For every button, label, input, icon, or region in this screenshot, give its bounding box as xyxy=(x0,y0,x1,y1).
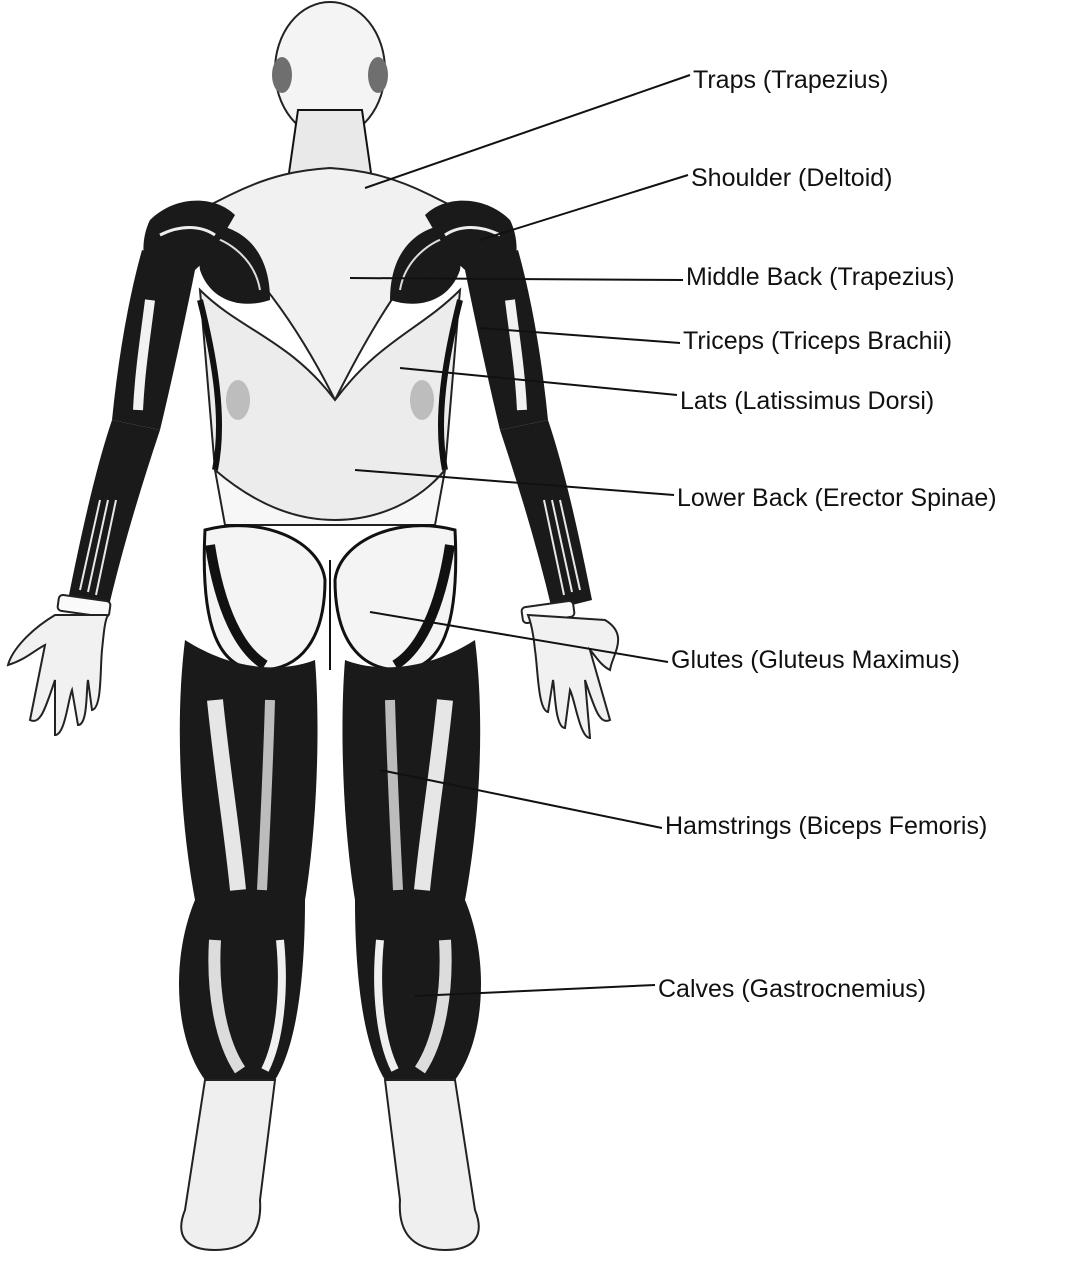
hand-left xyxy=(8,615,108,735)
foot-right xyxy=(385,1080,479,1250)
thigh-right xyxy=(342,640,480,900)
label-lats: Lats (Latissimus Dorsi) xyxy=(680,389,934,414)
upper-arm-right xyxy=(465,250,548,430)
label-triceps: Triceps (Triceps Brachii) xyxy=(683,329,952,354)
label-shoulder: Shoulder (Deltoid) xyxy=(691,166,893,191)
upper-arm-left xyxy=(112,250,195,430)
calf-left xyxy=(179,900,305,1080)
label-hamstrings: Hamstrings (Biceps Femoris) xyxy=(665,814,987,839)
label-glutes: Glutes (Gluteus Maximus) xyxy=(671,648,960,673)
foot-left xyxy=(181,1080,275,1250)
label-lower-back: Lower Back (Erector Spinae) xyxy=(677,486,997,511)
leader-shoulder xyxy=(480,175,688,240)
hand-right xyxy=(528,615,618,738)
label-middle-back: Middle Back (Trapezius) xyxy=(686,265,955,290)
label-traps: Traps (Trapezius) xyxy=(693,68,888,93)
leader-traps xyxy=(365,75,690,188)
thigh-left xyxy=(180,640,318,900)
label-calves: Calves (Gastrocnemius) xyxy=(658,977,926,1002)
calf-right xyxy=(355,900,481,1080)
body-figure xyxy=(8,2,618,1250)
